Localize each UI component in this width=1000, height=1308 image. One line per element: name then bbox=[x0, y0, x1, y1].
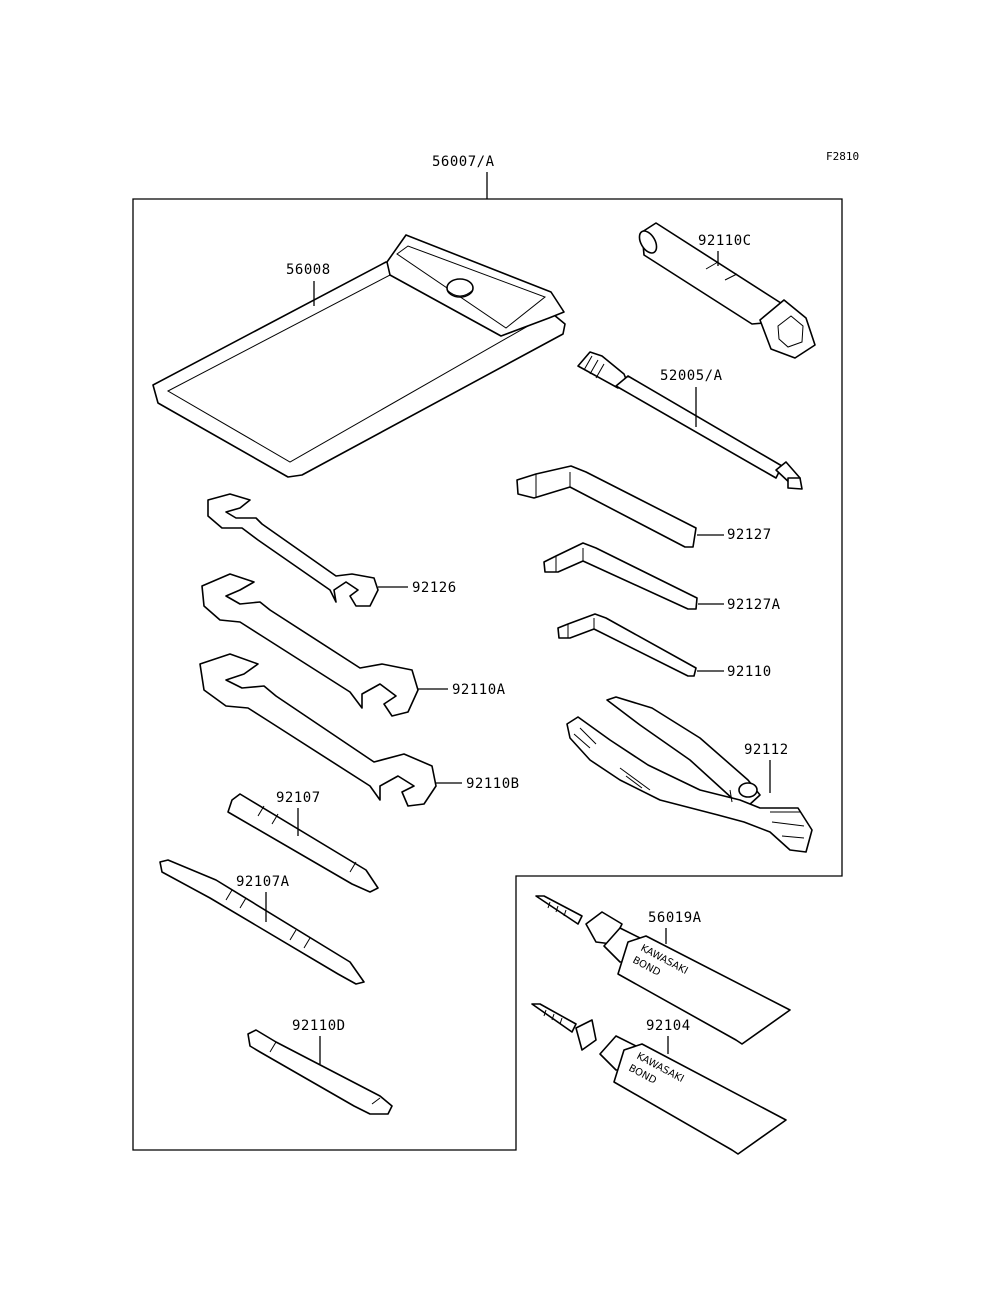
label-92107A: 92107A bbox=[236, 874, 290, 890]
label-92110B: 92110B bbox=[466, 776, 520, 792]
wrench-medium-drawing bbox=[201, 573, 419, 717]
screwdriver-handle-drawing bbox=[577, 351, 803, 490]
label-92127A: 92127A bbox=[727, 597, 781, 613]
label-92112: 92112 bbox=[744, 742, 789, 758]
label-92110D: 92110D bbox=[292, 1018, 346, 1034]
spoke-tool-drawing bbox=[247, 1029, 393, 1115]
figure-code: F2810 bbox=[826, 150, 859, 163]
kit-boundary bbox=[132, 198, 843, 1151]
bond-tube-a-drawing: KAWASAKI BOND bbox=[535, 895, 791, 1045]
pliers-drawing bbox=[566, 696, 813, 853]
hex-key-small-drawing bbox=[557, 613, 697, 677]
screwdriver-double-drawing bbox=[159, 859, 365, 985]
label-56008: 56008 bbox=[286, 262, 331, 278]
label-92110C: 92110C bbox=[698, 233, 752, 249]
label-92110A: 92110A bbox=[452, 682, 506, 698]
screwdriver-bit-drawing bbox=[227, 793, 379, 893]
hex-key-large-drawing bbox=[516, 465, 697, 548]
plug-wrench-drawing bbox=[638, 222, 816, 359]
label-56019A: 56019A bbox=[648, 910, 702, 926]
bond-tube-b-drawing: KAWASAKI BOND bbox=[531, 1003, 787, 1155]
wrench-large-drawing bbox=[199, 653, 437, 807]
label-52005-A: 52005/A bbox=[660, 368, 723, 384]
assembly-label: 56007/A bbox=[432, 154, 495, 170]
label-92110: 92110 bbox=[727, 664, 772, 680]
label-92104: 92104 bbox=[646, 1018, 691, 1034]
tool-case-drawing bbox=[152, 234, 566, 478]
label-92127: 92127 bbox=[727, 527, 772, 543]
hex-key-medium-drawing bbox=[543, 542, 698, 610]
label-92107: 92107 bbox=[276, 790, 321, 806]
label-92126: 92126 bbox=[412, 580, 457, 596]
wrench-small-drawing bbox=[207, 493, 379, 607]
